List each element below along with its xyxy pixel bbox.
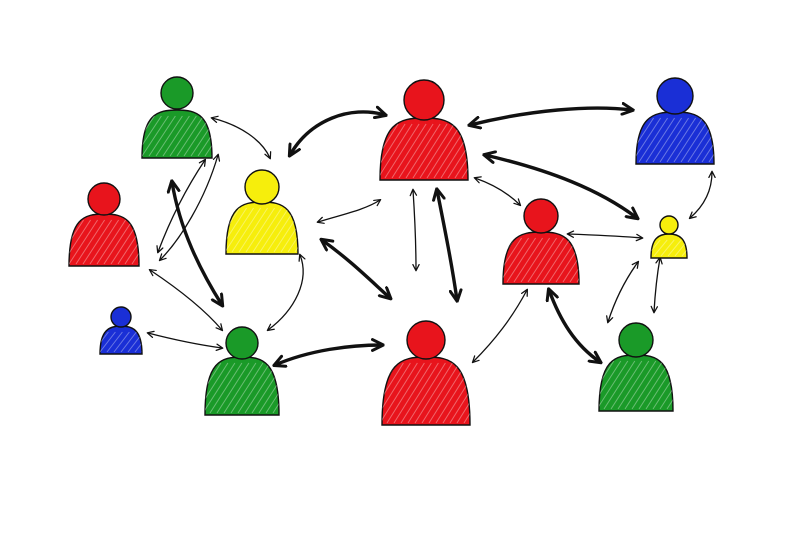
connection-arrow xyxy=(470,108,632,125)
person-icon xyxy=(598,322,674,412)
connection-arrow xyxy=(606,260,640,324)
connection-arrow xyxy=(471,288,528,364)
person-head xyxy=(160,76,194,110)
person-icon xyxy=(141,76,213,159)
person-head xyxy=(87,182,121,216)
person-icon xyxy=(381,320,471,426)
connection-arrows xyxy=(146,108,716,365)
hatch-marks xyxy=(226,207,298,253)
hatch-marks xyxy=(100,331,142,353)
connection-arrow xyxy=(316,198,382,224)
person-icon xyxy=(68,182,140,267)
connection-arrow xyxy=(322,240,390,298)
person-icon xyxy=(204,326,280,416)
person-icon xyxy=(635,77,715,165)
person-head xyxy=(403,79,445,121)
connection-arrow xyxy=(148,268,224,332)
person-icon xyxy=(99,306,143,355)
person-head xyxy=(225,326,259,360)
person-icon xyxy=(379,79,469,181)
person-body xyxy=(99,325,143,355)
connection-arrow xyxy=(688,170,716,220)
connection-arrow xyxy=(290,112,385,155)
person-head xyxy=(523,198,559,234)
connection-arrow xyxy=(437,190,457,300)
connection-arrow xyxy=(409,188,420,272)
connection-arrow xyxy=(146,330,224,351)
connection-arrow xyxy=(266,253,306,332)
connection-arrow xyxy=(566,230,644,242)
person-head xyxy=(618,322,654,358)
connection-arrow xyxy=(549,290,600,362)
connection-arrow xyxy=(172,182,222,305)
person-head xyxy=(406,320,446,360)
connection-arrow xyxy=(650,256,663,314)
connection-arrow xyxy=(158,153,221,262)
hatch-marks xyxy=(382,362,470,424)
person-body xyxy=(141,109,213,159)
person-head xyxy=(656,77,694,115)
connection-arrow xyxy=(210,115,272,160)
person-icon xyxy=(650,215,688,259)
person-head xyxy=(110,306,132,328)
hatch-marks xyxy=(503,237,579,283)
connection-arrow xyxy=(275,345,382,365)
person-head xyxy=(659,215,679,235)
connection-arrow xyxy=(485,155,637,218)
person-head xyxy=(244,169,280,205)
person-icon xyxy=(225,169,299,255)
connection-arrow xyxy=(473,176,522,207)
person-icon xyxy=(502,198,580,285)
people-group xyxy=(68,76,715,426)
